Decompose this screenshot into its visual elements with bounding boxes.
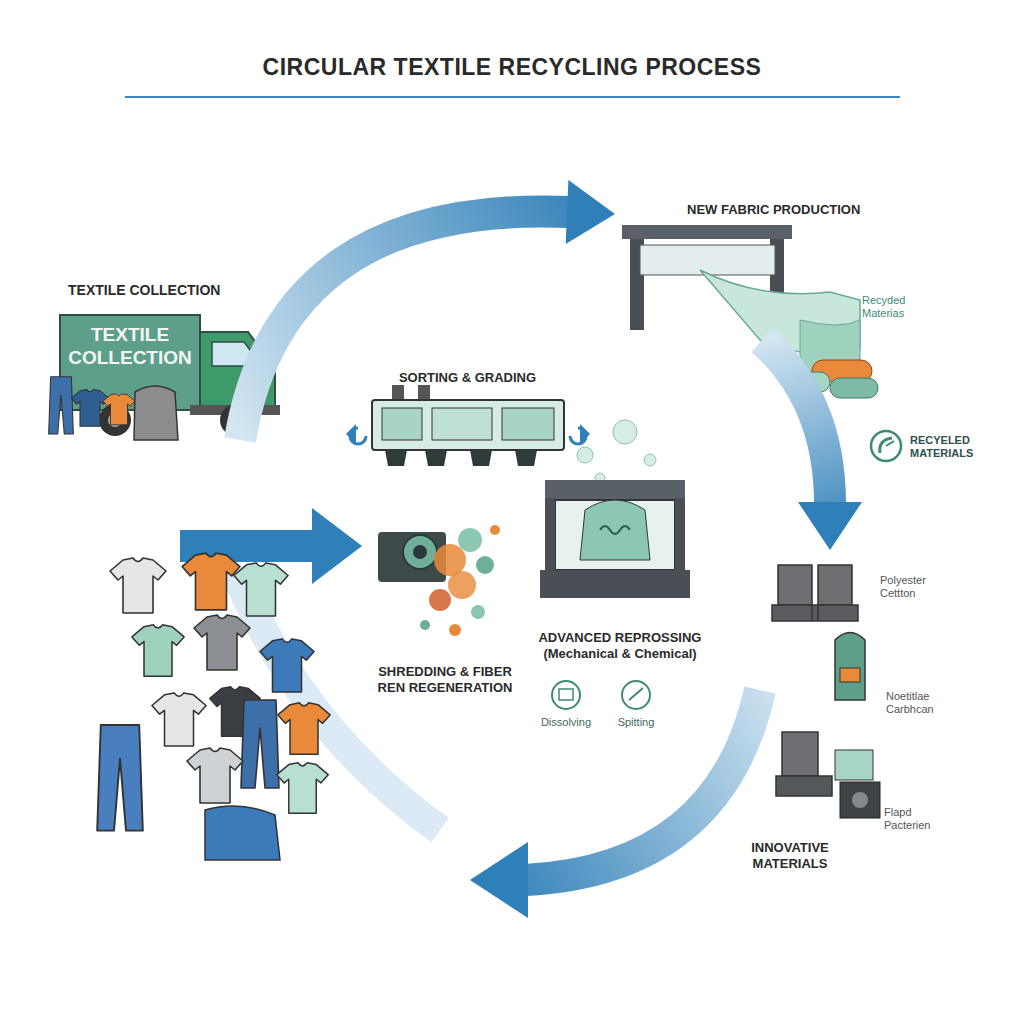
flow-arrow: [470, 690, 760, 918]
stage-title: SHREDDING & FIBER REN REGENERATION: [370, 664, 520, 695]
collection-truck: [49, 315, 280, 440]
arrow-shaft: [240, 212, 569, 440]
annotation-label: Flapd Pacterien: [884, 806, 960, 832]
stage-text: Dissolving: [530, 716, 602, 729]
collection-stage: TEXTILE COLLECTION TEXTILE COLLECTION: [40, 280, 290, 440]
annotation-label: RECYELED MATERIALS: [910, 434, 996, 460]
reprocessing-machine: [540, 420, 690, 709]
garment-pile: [97, 553, 330, 860]
flow-arrow: [762, 340, 862, 550]
title-rule: [125, 96, 900, 98]
stage-title: NEW FABRIC PRODUCTION: [687, 202, 862, 218]
shredding-stage: SHREDDING & FIBER REN REGENERATION: [360, 520, 520, 700]
stage-text: Spitting: [600, 716, 672, 729]
loom-machine: [622, 225, 878, 398]
annotation-label: Noetitlae Carbhcan: [886, 690, 970, 716]
arrow-shaft: [762, 340, 830, 504]
annotation-label: Polyester Cettton: [880, 574, 956, 600]
flow-arrow: [240, 180, 615, 440]
annotation-label: Recyded Materias: [862, 294, 934, 320]
stage-title: TEXTILE COLLECTION: [68, 282, 258, 299]
sorting-stage: SORTING & GRADING: [365, 370, 570, 470]
arrow-head: [566, 180, 615, 244]
diagram-title: CIRCULAR TEXTILE RECYCLING PROCESS: [0, 54, 1024, 81]
materials-stage: INNOVATIVE MATERIALS: [740, 550, 890, 870]
stage-text: TEXTILE COLLECTION: [62, 324, 198, 370]
sorting-machine: [346, 385, 590, 466]
stage-title: INNOVATIVE MATERIALS: [740, 840, 840, 871]
product-illustrations: [772, 565, 880, 818]
stage-title: ADVANCED REPROSSING (Mechanical & Chemic…: [530, 630, 710, 661]
shredder-machine: [378, 525, 500, 636]
recycle-icon: [871, 431, 901, 461]
reprocessing-stage: ADVANCED REPROSSING (Mechanical & Chemic…: [530, 450, 710, 740]
stage-title: SORTING & GRADING: [365, 370, 570, 386]
fabric-stage: NEW FABRIC PRODUCTION: [615, 200, 860, 340]
arrow-head: [798, 502, 862, 550]
